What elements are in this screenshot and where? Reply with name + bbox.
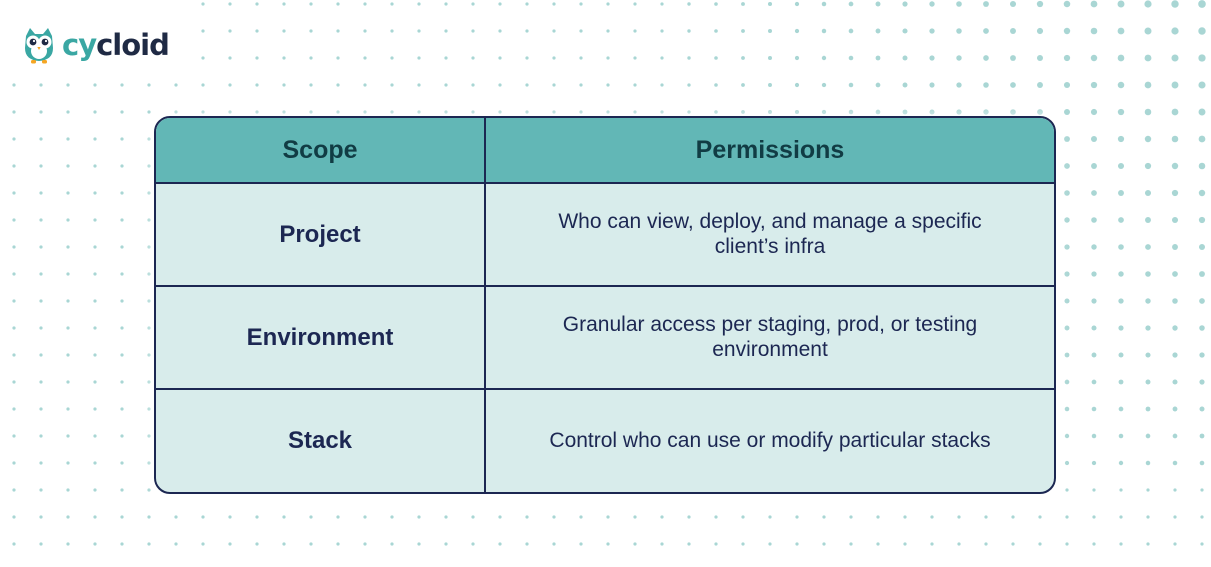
scope-cell: Stack — [156, 388, 486, 492]
scope-cell: Environment — [156, 285, 486, 390]
permissions-cell: Granular access per staging, prod, or te… — [484, 285, 1054, 390]
cycloid-logo: cycloid — [22, 26, 170, 64]
table-row: Stack Control who can use or modify part… — [156, 388, 1054, 492]
column-header-permissions: Permissions — [484, 118, 1054, 184]
brand-wordmark: cycloid — [62, 27, 170, 62]
table-row: Environment Granular access per staging,… — [156, 285, 1054, 390]
brand-wordmark-accent: cy — [62, 27, 97, 62]
column-header-scope: Scope — [156, 118, 486, 184]
table-header-row: Scope Permissions — [156, 118, 1054, 184]
owl-icon — [25, 28, 53, 64]
table-row: Project Who can view, deploy, and manage… — [156, 182, 1054, 287]
permissions-cell: Control who can use or modify particular… — [484, 388, 1054, 492]
scope-cell: Project — [156, 182, 486, 287]
permissions-cell: Who can view, deploy, and manage a speci… — [484, 182, 1054, 287]
brand-wordmark-rest: cloid — [96, 27, 170, 62]
scope-permissions-table: Scope Permissions Project Who can view, … — [154, 116, 1056, 494]
